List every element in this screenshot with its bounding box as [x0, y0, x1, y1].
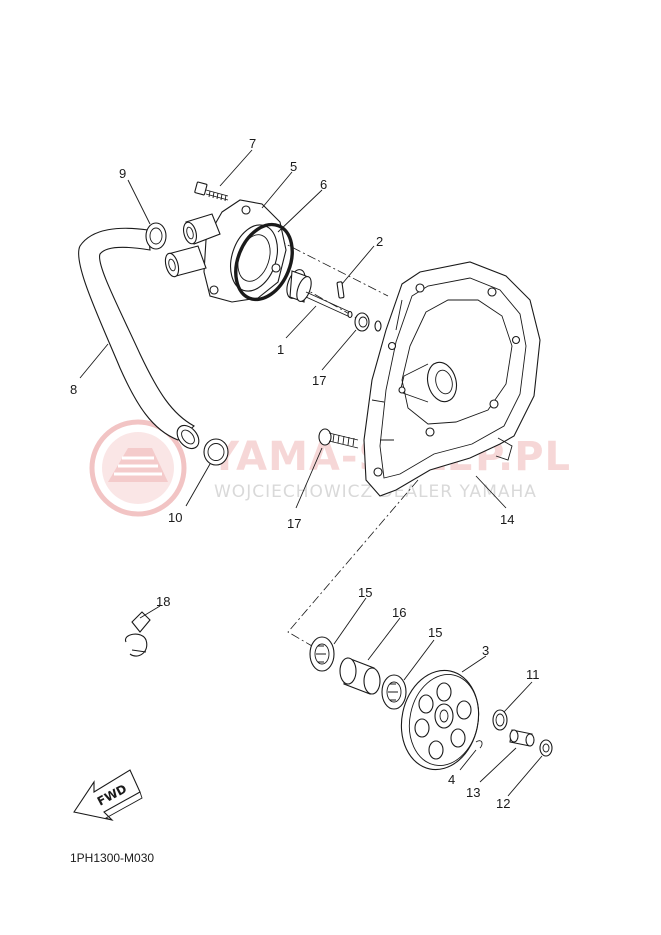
callout-14: 14: [500, 512, 514, 527]
callouts: 7 5 6 9 2 1 17 8 10 17 14 18 15 16 15 3 …: [70, 136, 540, 811]
callout-15b: 15: [428, 625, 442, 640]
callout-18: 17: [287, 516, 301, 531]
watermark-logo-icon: [89, 419, 187, 517]
circlip-12: [539, 739, 553, 757]
callout-4: 4: [448, 772, 455, 787]
callout-12: 12: [496, 796, 510, 811]
callout-17: 17: [312, 373, 326, 388]
callout-7: 7: [249, 136, 256, 151]
gear-3: [400, 669, 480, 771]
catalog-code: 1PH1300-M030: [70, 851, 154, 865]
callout-9: 9: [119, 166, 126, 181]
callout-11: 11: [526, 667, 540, 682]
callout-6: 6: [320, 177, 327, 192]
clamp-10: [203, 438, 229, 466]
pin-4: [475, 740, 483, 749]
bolt-7: [194, 181, 229, 202]
impeller-shaft-1: [286, 269, 353, 319]
cover-14: [363, 261, 541, 497]
washer-11: [492, 709, 508, 731]
clamp-9: [145, 222, 167, 250]
o-ring-6: [234, 222, 294, 302]
callout-15a: 15: [358, 585, 372, 600]
bearing-15b: [381, 674, 407, 710]
callout-19: 18: [156, 594, 170, 609]
fwd-arrow-icon: FWD: [73, 769, 143, 821]
bolt-18: [318, 428, 359, 449]
oil-seal-17: [354, 312, 382, 332]
callout-10: 10: [168, 510, 182, 525]
hose-8: [78, 227, 200, 450]
watermark-dealer: WOJCIECHOWICZ DEALER YAMAHA: [214, 482, 537, 502]
callout-3: 3: [482, 643, 489, 658]
leader-lines: [79, 149, 543, 797]
clip-19: [124, 611, 151, 657]
callout-1: 1: [277, 342, 284, 357]
callout-8: 8: [70, 382, 77, 397]
pin-2: [336, 281, 345, 299]
bearing-15a: [309, 636, 335, 672]
callout-5: 5: [290, 159, 297, 174]
callout-16: 16: [392, 605, 406, 620]
collar-16: [339, 657, 381, 695]
callout-2: 2: [376, 234, 383, 249]
water-pump-housing-5: [164, 199, 287, 303]
shaft-13: [509, 729, 535, 747]
callout-13: 13: [466, 785, 480, 800]
